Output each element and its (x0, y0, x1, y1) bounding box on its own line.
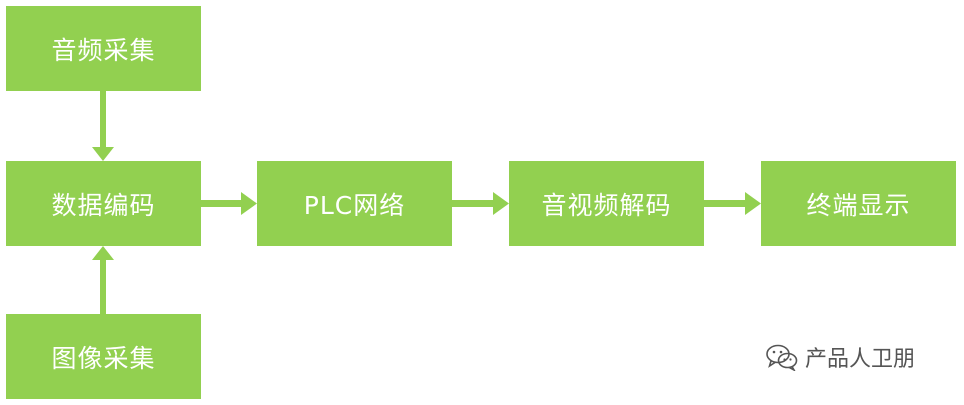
arrowhead-image-to-encoding (92, 246, 114, 260)
node-plc-network: PLC网络 (257, 161, 452, 246)
node-label: 终端显示 (806, 190, 911, 220)
arrowhead-encoding-to-plc (241, 192, 257, 215)
node-label: 音视频解码 (541, 190, 672, 220)
node-data-encoding: 数据编码 (6, 161, 201, 246)
arrow-image-to-encoding (100, 260, 106, 314)
arrowhead-decoding-to-display (745, 192, 761, 215)
watermark: 产品人卫朋 (765, 341, 915, 373)
arrowhead-plc-to-decoding (493, 192, 509, 215)
node-av-decoding: 音视频解码 (509, 161, 704, 246)
arrow-plc-to-decoding (452, 200, 493, 207)
node-label: 数据编码 (51, 190, 156, 220)
arrow-audio-to-encoding (100, 91, 106, 147)
arrow-decoding-to-display (704, 200, 745, 207)
node-label: 图像采集 (51, 343, 156, 373)
node-label: PLC网络 (303, 190, 406, 220)
wechat-icon (766, 344, 798, 371)
node-terminal-display: 终端显示 (761, 161, 956, 246)
arrow-encoding-to-plc (201, 200, 241, 207)
node-label: 音频采集 (51, 35, 156, 65)
node-audio-capture: 音频采集 (6, 6, 201, 91)
arrowhead-audio-to-encoding (92, 147, 114, 161)
node-image-capture: 图像采集 (6, 314, 201, 399)
watermark-text: 产品人卫朋 (805, 347, 916, 372)
